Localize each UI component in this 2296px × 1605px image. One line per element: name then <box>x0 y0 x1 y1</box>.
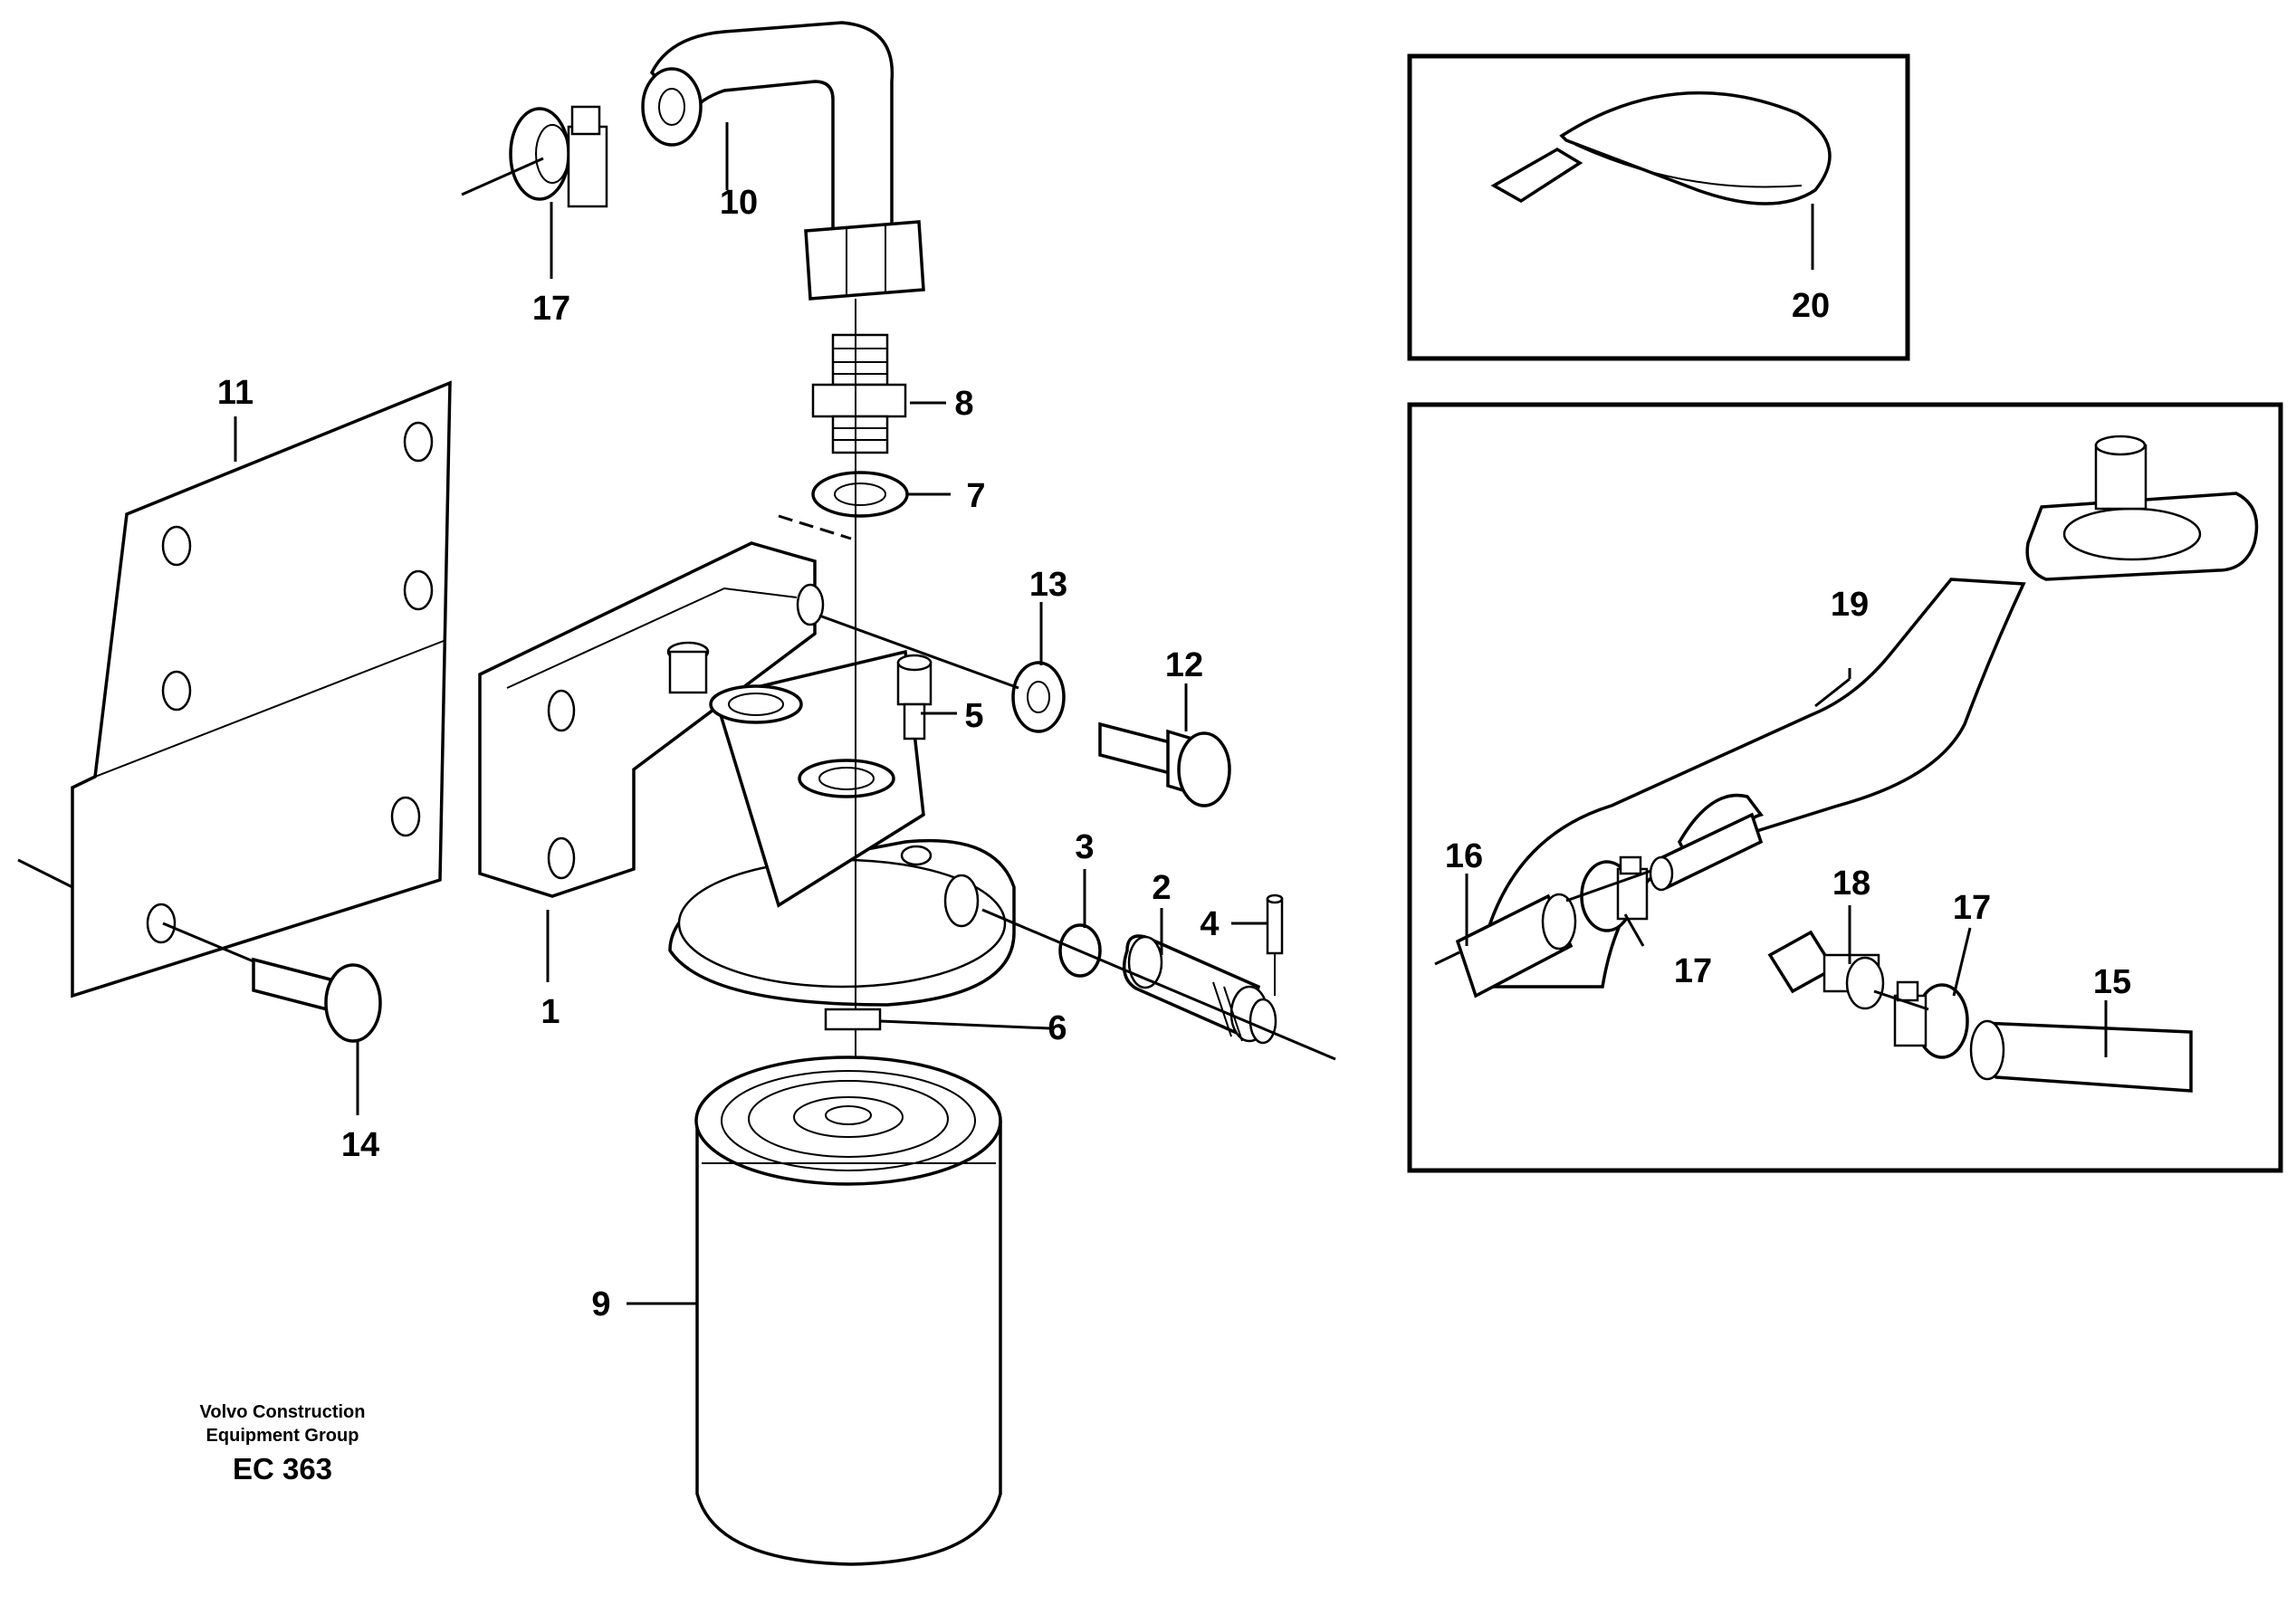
detail-box-cable-tie <box>1407 53 1910 361</box>
filter-part-9 <box>694 1056 1002 1566</box>
callout-16: 16 <box>1445 837 1483 875</box>
callout-4: 4 <box>1200 905 1219 943</box>
callout-13: 13 <box>1029 566 1067 604</box>
adapter-part <box>811 333 907 454</box>
callout-10: 10 <box>720 184 758 222</box>
nipple-part-6 <box>824 1008 882 1031</box>
union-part-18 <box>1767 930 1885 1010</box>
callout-9: 9 <box>591 1285 610 1323</box>
callout-19: 19 <box>1831 586 1869 624</box>
plate-part <box>17 380 452 998</box>
callout-20: 20 <box>1792 287 1830 325</box>
callout-14: 14 <box>341 1126 379 1164</box>
callout-6: 6 <box>1048 1009 1067 1047</box>
sleeve-part-2 <box>981 908 1336 1061</box>
callout-5: 5 <box>964 697 983 735</box>
washer-part-13 <box>1011 661 1066 733</box>
callout-18: 18 <box>1832 865 1870 903</box>
washer-part-7 <box>811 471 909 518</box>
callout-12: 12 <box>1165 646 1203 684</box>
callout-11: 11 <box>217 374 254 412</box>
clamp-part-17c <box>1873 980 1969 1059</box>
detail-box-pipe-alternative <box>1407 402 2283 1173</box>
callout-17-top: 17 <box>532 290 570 328</box>
footer-line-2: Equipment Group <box>206 1426 359 1446</box>
housing-part <box>478 514 1016 1007</box>
hose-part-15 <box>1969 1019 2193 1093</box>
callout-1: 1 <box>541 993 560 1031</box>
pipe-part <box>641 21 925 301</box>
clamp-part-top <box>461 105 608 208</box>
callout-17-right: 17 <box>1953 889 1991 927</box>
bolt-part-14 <box>162 922 382 1043</box>
callout-17-mid: 17 <box>1674 952 1712 990</box>
clamp-part-17b <box>1565 845 1721 932</box>
callout-2: 2 <box>1152 869 1171 907</box>
bolt-part-12 <box>818 614 1231 807</box>
screw-part-5 <box>896 654 933 740</box>
pin-part-4 <box>1266 893 1284 996</box>
hose-end-part <box>1649 812 1764 892</box>
callout-8: 8 <box>954 385 973 423</box>
footer-code: EC 363 <box>233 1452 332 1486</box>
footer-line-1: Volvo Construction <box>200 1402 366 1422</box>
cable-tie-part-20 <box>1490 91 1832 205</box>
hose-part-16 <box>1434 893 1577 998</box>
callout-7: 7 <box>966 477 985 515</box>
callout-3: 3 <box>1075 828 1094 866</box>
callout-15: 15 <box>2093 963 2131 1001</box>
leader-lines <box>234 122 2108 1305</box>
